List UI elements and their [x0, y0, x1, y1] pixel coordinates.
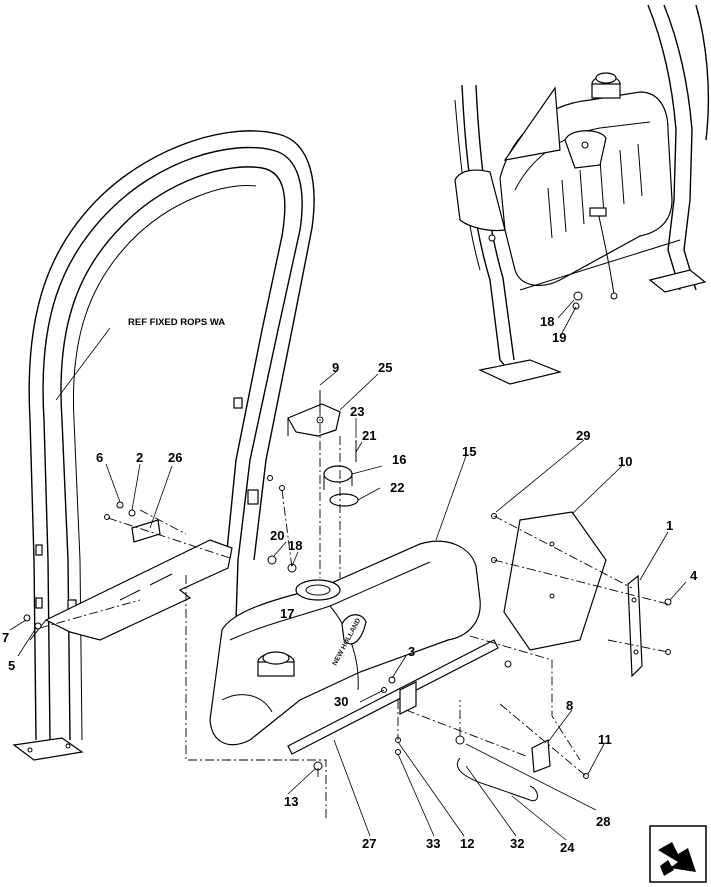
- callout-30: 30: [334, 694, 348, 709]
- callout-23: 23: [350, 404, 364, 419]
- tank-strap: [287, 639, 499, 755]
- callout-18: 18: [288, 538, 302, 553]
- detail-view: [454, 4, 710, 385]
- callout-20: 20: [270, 528, 284, 543]
- callout-18-detail: 18: [540, 314, 554, 329]
- callout-13: 13: [284, 794, 298, 809]
- side-bracket: [627, 574, 643, 678]
- callout-7: 7: [2, 630, 9, 645]
- callout-10: 10: [618, 454, 632, 469]
- next-page-arrow-icon[interactable]: [649, 825, 707, 883]
- callout-2: 2: [136, 450, 143, 465]
- callout-9: 9: [332, 360, 339, 375]
- callout-6: 6: [96, 450, 103, 465]
- leader-lines: [9, 327, 687, 841]
- callout-27: 27: [362, 836, 376, 851]
- callout-1: 1: [666, 518, 673, 533]
- rops-frame: [12, 130, 315, 761]
- callout-33: 33: [426, 836, 440, 851]
- callout-16: 16: [392, 452, 406, 467]
- fasteners: [23, 475, 672, 779]
- callout-11: 11: [598, 732, 612, 747]
- upper-parts: [287, 390, 359, 507]
- phantom-lines: [39, 390, 669, 820]
- ref-fixed-rops-label: REF FIXED ROPS WA: [128, 317, 225, 328]
- callouts: REF FIXED ROPS WA 6 2 26 7 5 9 25 23 21 …: [2, 314, 698, 855]
- callout-8: 8: [566, 698, 573, 713]
- callout-12: 12: [460, 836, 474, 851]
- mounting-plate: [29, 539, 233, 641]
- lower-hardware: [399, 681, 551, 802]
- callout-4: 4: [690, 568, 698, 583]
- callout-19: 19: [552, 330, 566, 345]
- callout-3: 3: [408, 644, 415, 659]
- callout-25: 25: [378, 360, 392, 375]
- callout-15: 15: [462, 444, 476, 459]
- fuel-tank: NEW HOLLAND: [209, 540, 481, 746]
- callout-26: 26: [168, 450, 182, 465]
- heat-shield: [503, 511, 607, 651]
- callout-29: 29: [576, 428, 590, 443]
- callout-24: 24: [560, 840, 575, 855]
- callout-28: 28: [596, 814, 610, 829]
- callout-17: 17: [280, 606, 294, 621]
- callout-32: 32: [510, 836, 524, 851]
- callout-22: 22: [390, 480, 404, 495]
- callout-21: 21: [362, 428, 376, 443]
- callout-5: 5: [8, 658, 15, 673]
